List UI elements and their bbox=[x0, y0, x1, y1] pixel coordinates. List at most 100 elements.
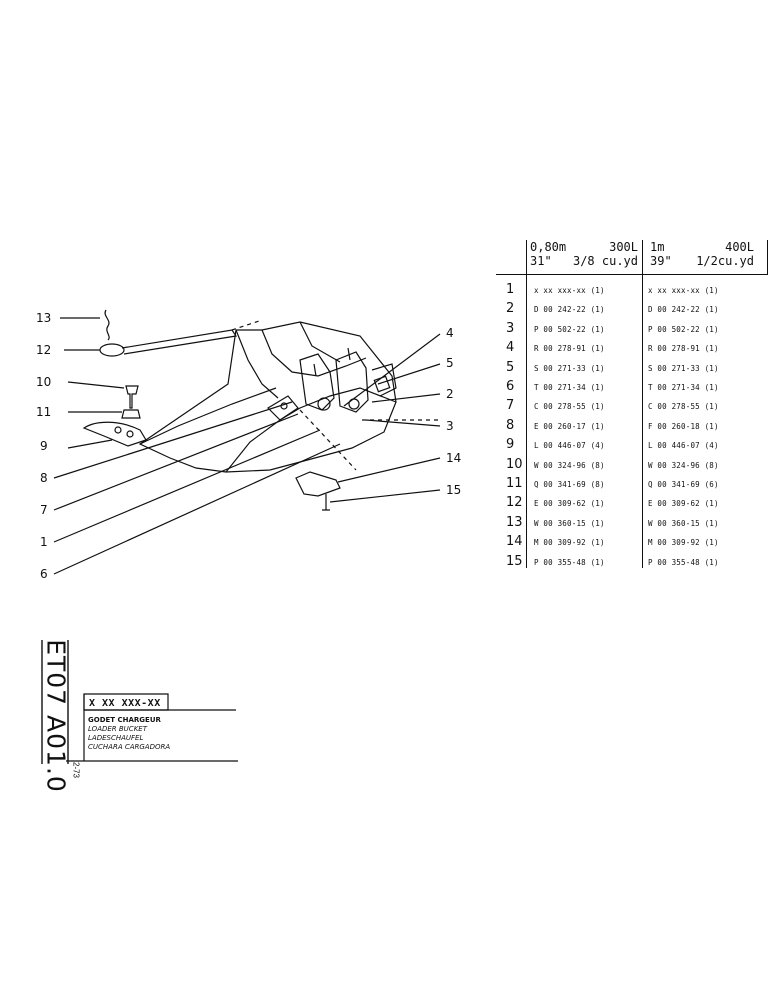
callout-8: 8 bbox=[40, 471, 48, 485]
doc-id-box bbox=[40, 640, 69, 790]
row-number: 6 bbox=[506, 379, 515, 394]
header-col-080m: 0,80m 300L 31" 3/8 cu.yd bbox=[530, 240, 638, 274]
header-size-in: 39" bbox=[650, 254, 672, 268]
callout-7: 7 bbox=[40, 503, 48, 517]
row-number: 12 bbox=[506, 495, 523, 511]
description-german: LADESCHAUFEL bbox=[88, 734, 144, 742]
header-volume-yd: 3/8 cu.yd bbox=[572, 254, 638, 268]
part-code-300l: C 00 278-55 (1) bbox=[534, 402, 605, 412]
part-code-400l: E 00 309-62 (1) bbox=[648, 499, 719, 509]
bucket-body bbox=[138, 321, 397, 473]
bucket-lip bbox=[139, 387, 277, 445]
callout-12: 12 bbox=[36, 343, 52, 357]
title-block-lines bbox=[66, 693, 238, 762]
leader-15 bbox=[329, 489, 441, 503]
hinge-bracket-right bbox=[335, 351, 369, 413]
part-code-300l: M 00 309-92 (1) bbox=[534, 538, 605, 548]
leader-8 bbox=[53, 401, 293, 479]
row-number: 2 bbox=[506, 301, 515, 317]
leader-14 bbox=[337, 457, 441, 483]
part-code-400l: P 00 502-22 (1) bbox=[648, 324, 719, 334]
pin-14 bbox=[295, 471, 341, 497]
leader-1 bbox=[53, 429, 321, 543]
part-code-400l: T 00 271-34 (1) bbox=[648, 383, 719, 392]
callout-11: 11 bbox=[36, 405, 52, 419]
tooth-9 bbox=[82, 421, 147, 447]
part-code-300l: E 00 260-17 (1) bbox=[534, 421, 605, 431]
part-code-300l: R 00 278-91 (1) bbox=[534, 344, 605, 354]
long-pin bbox=[121, 329, 238, 355]
row-number: 5 bbox=[506, 359, 515, 375]
row-number: 3 bbox=[506, 320, 515, 336]
row-number: 9 bbox=[506, 437, 515, 453]
part-code-300l: E 00 309-62 (1) bbox=[534, 499, 605, 509]
description-english: LOADER BUCKET bbox=[88, 725, 147, 733]
leader-10 bbox=[67, 381, 125, 389]
part-code-300l: T 00 271-34 (1) bbox=[534, 383, 605, 392]
leader-2 bbox=[371, 393, 441, 403]
leader-4 bbox=[343, 333, 441, 407]
part-code-400l: P 00 355-48 (1) bbox=[648, 557, 719, 567]
part-code-400l: R 00 278-91 (1) bbox=[648, 344, 719, 354]
part-code-400l: W 00 360-15 (1) bbox=[648, 518, 719, 528]
part-code-400l: W 00 324-96 (8) bbox=[648, 460, 719, 470]
leader-5 bbox=[377, 363, 441, 385]
table-divider bbox=[767, 240, 768, 274]
part-code-300l: Q 00 341-69 (8) bbox=[534, 480, 605, 489]
header-volume: 400L bbox=[725, 240, 754, 254]
header-size-in: 31" bbox=[530, 254, 552, 268]
part-code-400l: S 00 271-33 (1) bbox=[648, 363, 719, 373]
leader-7 bbox=[53, 413, 299, 511]
part-code-300l: x xx xxx-xx (1) bbox=[534, 286, 605, 295]
callout-6: 6 bbox=[40, 567, 48, 581]
callout-5: 5 bbox=[446, 356, 454, 370]
callout-9: 9 bbox=[40, 439, 48, 453]
part-code-400l: M 00 309-92 (1) bbox=[648, 538, 719, 548]
callout-2: 2 bbox=[446, 387, 454, 401]
description-spanish: CUCHARA CARGADORA bbox=[88, 743, 171, 751]
row-number: 14 bbox=[506, 534, 523, 550]
part-code-400l: L 00 446-07 (4) bbox=[648, 441, 719, 451]
header-size: 0,80m bbox=[530, 240, 567, 254]
part-code-400l: C 00 278-55 (1) bbox=[648, 402, 719, 412]
row-number: 8 bbox=[506, 417, 515, 433]
callout-1: 1 bbox=[40, 535, 48, 549]
header-col-1m: 1m 400L 39" 1/2cu.yd bbox=[650, 240, 754, 274]
part-code-400l: F 00 260-18 (1) bbox=[648, 421, 719, 431]
part-code-300l: P 00 355-48 (1) bbox=[534, 557, 605, 567]
assembly-part-number: X XX XXX-XX bbox=[89, 698, 161, 709]
part-code-300l: P 00 502-22 (1) bbox=[534, 324, 605, 334]
header-volume: 300L bbox=[609, 240, 638, 254]
part-code-300l: D 00 242-22 (1) bbox=[534, 305, 605, 315]
pin-13 bbox=[104, 309, 110, 341]
callout-13: 13 bbox=[36, 311, 52, 325]
plate-12 bbox=[99, 343, 125, 357]
row-number: 13 bbox=[506, 514, 523, 530]
table-header-rule bbox=[496, 274, 768, 275]
table-divider bbox=[642, 240, 643, 568]
leader-9 bbox=[67, 439, 113, 449]
row-number: 1 bbox=[506, 282, 515, 297]
part-code-400l: x xx xxx-xx (1) bbox=[648, 286, 719, 295]
leader-3 bbox=[365, 419, 441, 427]
header-size: 1m bbox=[650, 240, 665, 254]
row-number: 15 bbox=[506, 553, 523, 569]
title-block-frame bbox=[41, 640, 69, 764]
row-number: 10 bbox=[506, 456, 523, 472]
stud-15 bbox=[322, 494, 330, 511]
nut-11 bbox=[121, 409, 141, 419]
header-volume-yd: 1/2cu.yd bbox=[696, 254, 754, 268]
part-code-300l: L 00 446-07 (4) bbox=[534, 441, 605, 451]
callout-10: 10 bbox=[36, 375, 52, 389]
bolt-10 bbox=[125, 385, 139, 409]
part-code-300l: W 00 324-96 (8) bbox=[534, 460, 605, 470]
leader-6 bbox=[53, 443, 341, 575]
callout-15: 15 bbox=[446, 483, 462, 497]
callout-3: 3 bbox=[446, 419, 454, 433]
callout-14: 14 bbox=[446, 451, 462, 465]
part-code-300l: W 00 360-15 (1) bbox=[534, 518, 605, 528]
row-number: 11 bbox=[506, 476, 523, 491]
table-divider bbox=[526, 240, 527, 568]
row-number: 4 bbox=[506, 340, 515, 356]
